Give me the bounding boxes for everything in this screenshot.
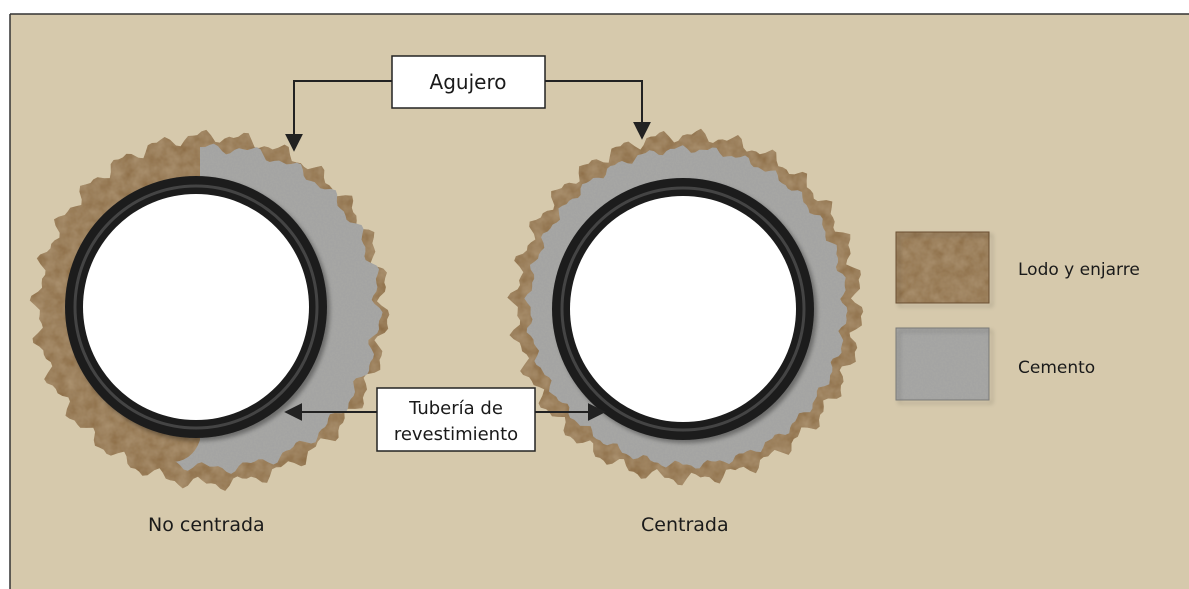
caption-not-centered: No centrada xyxy=(148,514,265,536)
bore-left xyxy=(83,194,309,420)
legend-swatch-cement xyxy=(896,328,989,400)
legend-swatch-mud-shadow xyxy=(895,231,990,304)
caption-centered: Centrada xyxy=(641,514,729,536)
borehole-not-centered xyxy=(29,129,390,491)
borehole-centered xyxy=(507,128,864,486)
hole-arrow-right xyxy=(545,80,651,140)
legend-label-cement: Cemento xyxy=(1018,358,1095,378)
hole-arrow-left xyxy=(285,80,392,152)
casing-label-box xyxy=(376,387,536,452)
hole-label: Agujero xyxy=(430,70,507,94)
legend-swatch-mud xyxy=(896,232,989,303)
legend-label-mud: Lodo y enjarre xyxy=(1018,260,1140,280)
casing-ring-right-highlight xyxy=(560,186,806,432)
casing-ring-left-highlight xyxy=(73,184,319,430)
legend-swatch-cement-shadow xyxy=(895,327,990,401)
hole-label-box xyxy=(391,55,546,109)
legend: Lodo y enjarre Cemento xyxy=(895,231,1140,401)
casing-label-line1: Tubería de xyxy=(408,398,503,419)
bore-right xyxy=(570,196,796,422)
casing-callout: Tubería de revestimiento xyxy=(284,387,606,452)
casing-label-line2: revestimiento xyxy=(394,424,518,445)
hole-callout: Agujero xyxy=(285,55,651,152)
